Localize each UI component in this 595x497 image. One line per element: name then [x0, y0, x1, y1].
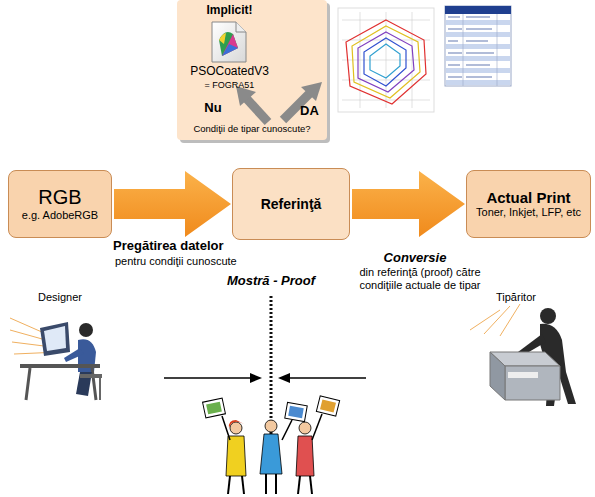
step-note: pentru condiţii cunoscute: [115, 255, 237, 268]
printer-figure: [470, 304, 576, 406]
people-figure: [203, 396, 340, 494]
flow-arrow: [164, 373, 366, 383]
table-thumbnail: [445, 6, 511, 86]
box-note: Toner, Inkjet, LFP, etc: [476, 206, 581, 219]
process-box: Actual PrintToner, Inkjet, LFP, etc: [466, 170, 591, 238]
profile-standard: = FOGRA51: [177, 80, 282, 90]
role-label: Tipăritor: [496, 291, 536, 304]
process-box: RGBe.g. AdobeRGB: [8, 170, 112, 238]
block-arrow: [352, 171, 465, 237]
question-text: Condiţii de tipar cunoscute?: [177, 124, 327, 135]
panel-ground: [177, 0, 327, 140]
answer-label: DA: [300, 103, 319, 119]
box-note: e.g. AdobeRGB: [22, 209, 98, 222]
answer-label: Nu: [191, 101, 235, 116]
profile-name: PSOCoatedV3: [177, 65, 282, 79]
designer-figure: [10, 318, 102, 400]
panel-heading: Implicit!: [177, 4, 282, 18]
box-title: Actual Print: [486, 189, 570, 206]
box-title: Referinţă: [261, 196, 322, 212]
icc-file-icon: [212, 22, 246, 62]
step-title: Conversie: [380, 250, 450, 266]
process-box: Referinţă: [232, 168, 350, 240]
radar-chart: [338, 8, 434, 112]
block-arrow: [114, 171, 231, 237]
step-title: Pregătirea datelor: [113, 238, 224, 254]
role-label: Designer: [38, 291, 82, 304]
step-note: din referinţă (proof) către condiţiile a…: [350, 266, 490, 292]
question-panel: Implicit! PSOCoatedV3= FOGRA51NuCondiţii …: [177, 0, 327, 140]
box-title: RGB: [38, 186, 81, 209]
proof-label: Mostră - Proof: [200, 273, 342, 289]
